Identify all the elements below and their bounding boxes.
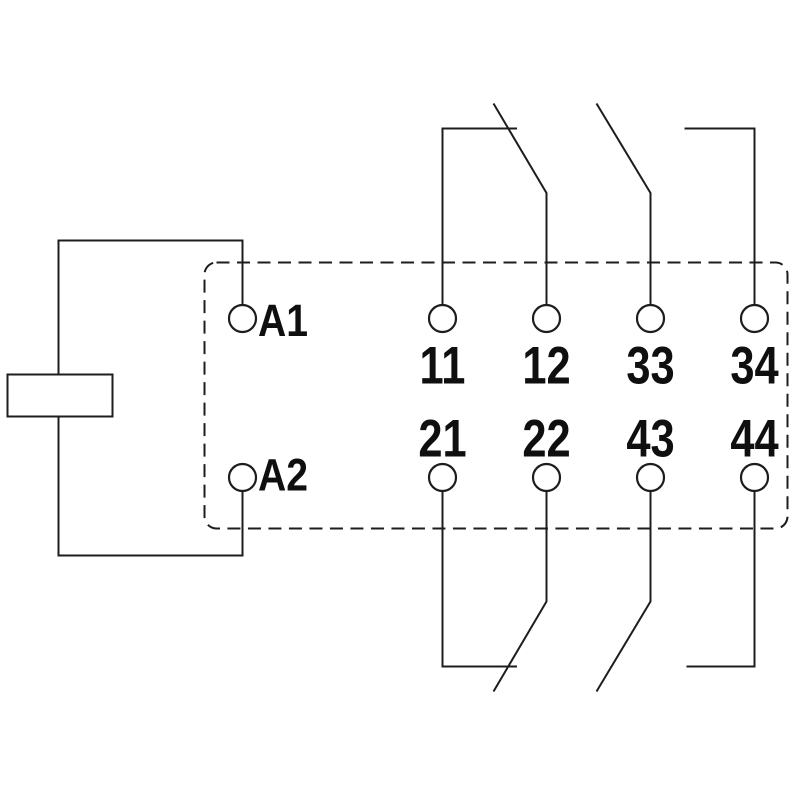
contact-44-fixed-wire: [686, 491, 756, 668]
terminal-a2-circle: [227, 462, 258, 493]
coil-wire-lower: [57, 416, 244, 557]
terminal-44-label: 44: [730, 409, 778, 468]
contact-33-mover-wire: [595, 102, 652, 305]
terminal-12-circle: [531, 303, 562, 334]
coil-wire-upper: [57, 239, 244, 375]
coil-symbol: [6, 373, 114, 418]
terminal-a1-circle: [227, 303, 258, 334]
terminal-44-circle: [739, 462, 770, 493]
terminal-22-label: 22: [522, 409, 570, 468]
terminal-43-label: 43: [626, 409, 674, 468]
relay-body-outline: [203, 261, 789, 530]
terminal-12-label: 12: [522, 336, 570, 395]
terminal-a2-label: A2: [258, 450, 308, 500]
terminal-33-circle: [635, 303, 666, 334]
contact-22-mover-wire: [492, 491, 548, 693]
contact-43-mover-wire: [595, 491, 652, 693]
contact-11-fixed-wire: [441, 127, 517, 305]
terminal-21-circle: [427, 462, 458, 493]
terminal-34-circle: [739, 303, 770, 334]
terminal-21-label: 21: [418, 409, 466, 468]
contact-34-fixed-wire: [684, 127, 756, 305]
contact-21-fixed-wire: [441, 491, 517, 668]
terminal-34-label: 34: [730, 336, 778, 395]
terminal-11-circle: [427, 303, 458, 334]
terminal-22-circle: [531, 462, 562, 493]
contact-12-mover-wire: [492, 102, 548, 305]
terminal-a1-label: A1: [258, 295, 308, 345]
terminal-33-label: 33: [626, 336, 674, 395]
terminal-11-label: 11: [420, 336, 466, 395]
terminal-43-circle: [635, 462, 666, 493]
